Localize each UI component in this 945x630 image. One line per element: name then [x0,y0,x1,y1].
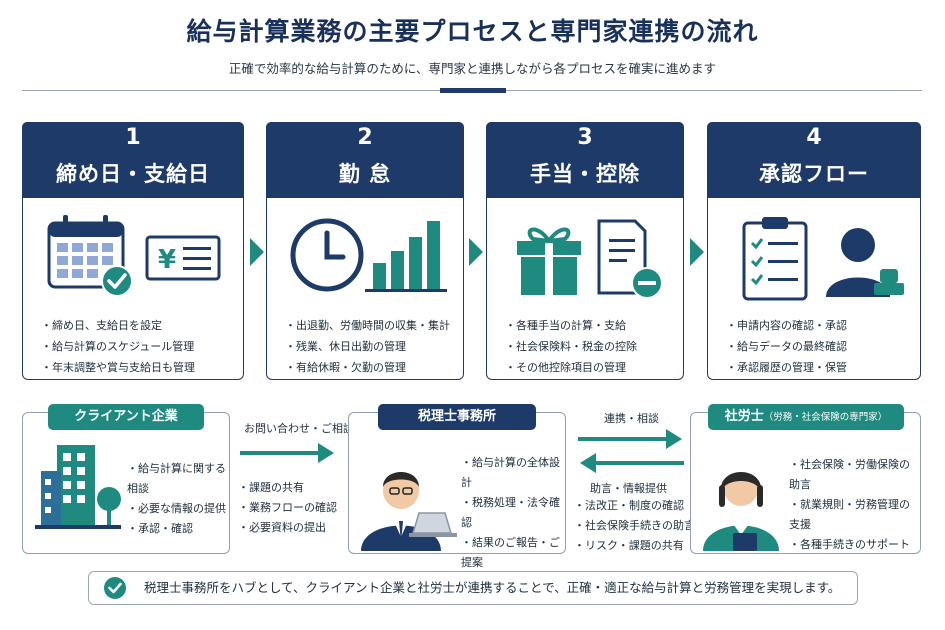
step-card-4: 4 承認フロー 申請内容の確認・承認 給与データの最終確認 承認履歴の管理・保管 [707,122,921,380]
step-title: 承認フロー [759,162,869,186]
tax-office-list: 給与計算の全体設計 税務処理・法令確認 結果のご報告・ご提案 [461,453,565,573]
list-item: 就業規則・労務管理の支援 [789,495,920,535]
list-item: 給与計算に関する相談 [127,459,229,499]
sharoushi-list: 社会保険・労働保険の助言 就業規則・労務管理の支援 各種手続きのサポート [789,455,920,555]
tax-office-card: 給与計算の全体設計 税務処理・法令確認 結果のご報告・ご提案 [348,412,566,569]
list-item: 社会保険料・税金の控除 [505,336,677,357]
list-item: 業務フローの確認 [238,498,337,518]
step-title: 手当・控除 [530,162,640,186]
summary-box: 税理士事務所をハブとして、クライアント企業と社労士が連携することで、正確・適正な… [88,571,858,605]
step-list: 申請内容の確認・承認 給与データの最終確認 承認履歴の管理・保管 [726,315,914,378]
step-number: 4 [806,125,822,150]
client-office-label: お問い合わせ・ご相談 [244,422,354,435]
calendar-icon: ¥ [47,215,221,297]
office-building-icon [35,445,121,529]
step-illustration [267,211,463,311]
step-illustration [487,211,683,311]
list-item: 承認・確認 [127,519,229,539]
clock-icon [290,218,447,292]
sharoushi-avatar-icon [703,472,779,551]
accountant-avatar-icon [361,472,457,551]
list-item: 税務処理・法令確認 [461,493,565,533]
list-item: リスク・課題の共有 [574,536,695,556]
step-title: 勤 怠 [338,162,392,186]
step-illustration: ¥ [23,211,243,311]
step-card-3: 3 手当・控除 各種手当の計算・支給 社会保険料・税金の控除 その他控除項目の管… [486,122,684,380]
step-list: 出退勤、労働時間の収集・集計 残業、休日出勤の管理 有給休暇・欠勤の管理 [285,315,457,378]
svg-text:¥: ¥ [158,245,176,275]
step-number: 3 [577,125,593,150]
list-item: その他控除項目の管理 [505,357,677,378]
check-circle-icon [104,577,126,599]
list-item: 社会保険手続きの助言 [574,516,695,536]
step-illustration [708,211,920,311]
list-item: 給与データの最終確認 [726,336,914,357]
step-list: 各種手当の計算・支給 社会保険料・税金の控除 その他控除項目の管理 [505,315,677,378]
list-item: 法改正・制度の確認 [574,496,695,516]
list-item: 出退勤、労働時間の収集・集計 [285,315,457,336]
step-card-1: 1 締め日・支給日 ¥ 締め日、支給日を設定 給与計算のスケジュール管理 年末調… [22,122,244,380]
sharoushi-label: 社労士 [724,409,764,424]
sharoushi-badge: 社労士（労務・社会保険の専門家） [708,404,904,430]
page-title: 給与計算業務の主要プロセスと専門家連携の流れ [186,17,759,46]
list-item: 各種手当の計算・支給 [505,315,677,336]
step-list: 締め日、支給日を設定 給与計算のスケジュール管理 年末調整や賞与支給日も管理 [41,315,237,378]
step-header: 4 承認フロー [707,122,921,198]
flow-arrow-icon [690,238,704,266]
sharoushi-label-sub: （労務・社会保険の専門家） [763,412,888,423]
title-divider-accent [440,88,506,93]
flow-arrow-icon [250,238,264,266]
page-subtitle: 正確で効率的な給与計算のために、専門家と連携しながら各プロセスを確実に進めます [228,61,717,76]
list-item: 申請内容の確認・承認 [726,315,914,336]
list-item: 給与計算のスケジュール管理 [41,336,237,357]
list-item: 結果のご報告・ご提案 [461,533,565,573]
list-item: 必要な情報の提供 [127,499,229,519]
office-sharoushi-list: 法改正・制度の確認 社会保険手続きの助言 リスク・課題の共有 [574,496,695,556]
list-item: 締め日、支給日を設定 [41,315,237,336]
arrow-right-icon [578,429,682,449]
step-header: 1 締め日・支給日 [22,122,244,198]
list-item: 各種手続きのサポート [789,535,920,555]
list-item: 社会保険・労働保険の助言 [789,455,920,495]
step-header: 3 手当・控除 [486,122,684,198]
office-sharoushi-top-label: 連携・相談 [604,412,659,425]
list-item: 年末調整や賞与支給日も管理 [41,357,237,378]
client-card: 給与計算に関する相談 必要な情報の提供 承認・確認 [22,412,230,554]
arrow-right-icon [240,443,334,463]
gift-icon [517,219,663,299]
list-item: 必要資料の提出 [238,518,337,538]
step-header: 2 勤 怠 [266,122,464,198]
step-number: 2 [357,125,373,150]
summary-text: 税理士事務所をハブとして、クライアント企業と社労士が連携することで、正確・適正な… [144,580,841,595]
client-badge: クライアント企業 [48,404,204,430]
clipboard-approval-icon [742,217,904,301]
sharoushi-card: 社会保険・労働保険の助言 就業規則・労務管理の支援 各種手続きのサポート [690,412,921,554]
client-office-list: 課題の共有 業務フローの確認 必要資料の提出 [238,478,337,538]
step-number: 1 [125,125,141,150]
client-list: 給与計算に関する相談 必要な情報の提供 承認・確認 [127,459,229,539]
list-item: 有給休暇・欠勤の管理 [285,357,457,378]
list-item: 課題の共有 [238,478,337,498]
list-item: 残業、休日出勤の管理 [285,336,457,357]
office-sharoushi-mid-label: 助言・情報提供 [590,482,667,495]
list-item: 承認履歴の管理・保管 [726,357,914,378]
step-title: 締め日・支給日 [56,162,210,186]
list-item: 給与計算の全体設計 [461,453,565,493]
flow-arrow-icon [469,238,483,266]
tax-office-badge: 税理士事務所 [378,404,536,430]
arrow-left-icon [580,453,684,473]
step-card-2: 2 勤 怠 出退勤、労働時間の収集・集計 残業、休日出勤の管理 有給休暇・欠勤の… [266,122,464,380]
